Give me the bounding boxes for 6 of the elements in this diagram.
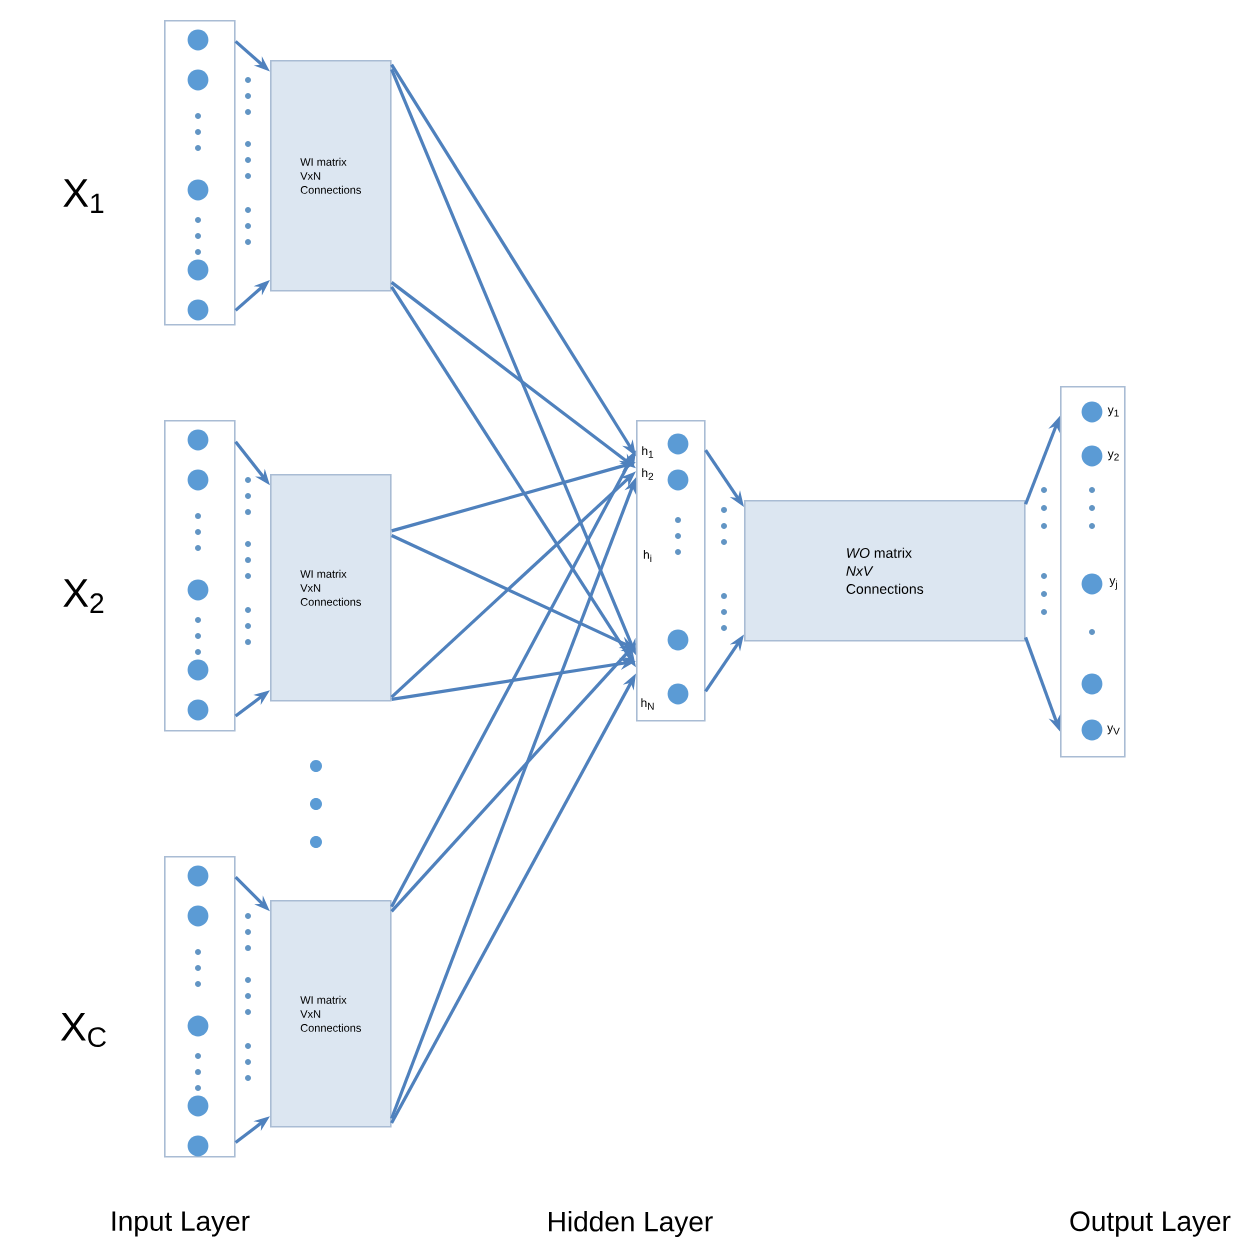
input-label: X$_{2}$ xyxy=(63,579,104,613)
layer-label: Output Layer xyxy=(1070,1211,1231,1237)
layer-label: Input Layer xyxy=(112,1211,250,1237)
layer-label: Hidden Layer xyxy=(549,1210,713,1238)
input-label: X$_{C}$ xyxy=(60,1013,106,1048)
input-label: X$_{1}$ xyxy=(63,179,104,213)
